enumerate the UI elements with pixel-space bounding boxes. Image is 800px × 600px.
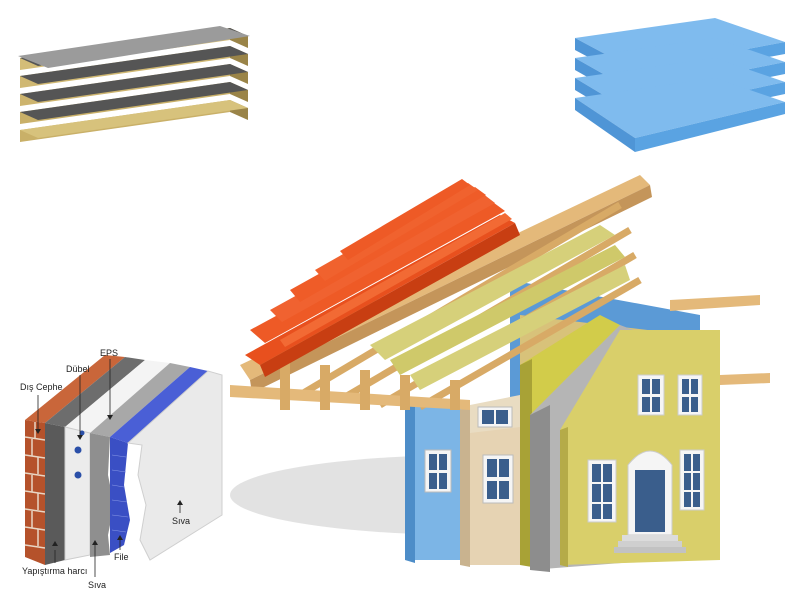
mesh-layer	[110, 367, 208, 553]
lower-windows	[587, 449, 705, 523]
label-eps: EPS	[100, 348, 119, 358]
insulated-house-illustration	[230, 175, 770, 572]
front-facade	[560, 330, 720, 567]
base-plaster-layer	[90, 363, 190, 557]
etics-layer-diagram	[24, 355, 223, 577]
leader-arrows	[35, 415, 183, 546]
front-door	[614, 450, 686, 553]
label-dubel: Dübel	[66, 364, 90, 374]
label-siva-bottom: Sıva	[88, 580, 107, 590]
label-siva-right: Sıva	[172, 516, 191, 526]
xps-board-stack	[575, 18, 785, 152]
dowel-icon	[79, 430, 85, 436]
roof-tiles	[245, 179, 520, 377]
mineral-wool-boards-illustration	[18, 26, 250, 142]
leader-lines	[37, 359, 181, 577]
dowel-icon	[74, 446, 82, 454]
brick-wall-layer	[24, 355, 125, 565]
board-stack	[18, 26, 250, 142]
label-file: File	[114, 552, 129, 562]
left-wall-section	[405, 400, 465, 563]
label-yapistirma-harci: Yapıştırma harcı	[22, 566, 88, 576]
dowel-icon	[74, 471, 82, 479]
xps-boards-illustration	[575, 18, 785, 152]
adhesive-mortar-layer	[45, 357, 145, 565]
finish-plaster-layer	[126, 370, 223, 561]
upper-windows	[637, 374, 703, 416]
roof-wool-insulation	[370, 225, 630, 390]
label-dis-cephe: Dış Cephe	[20, 382, 63, 392]
middle-wall-section	[460, 395, 530, 567]
